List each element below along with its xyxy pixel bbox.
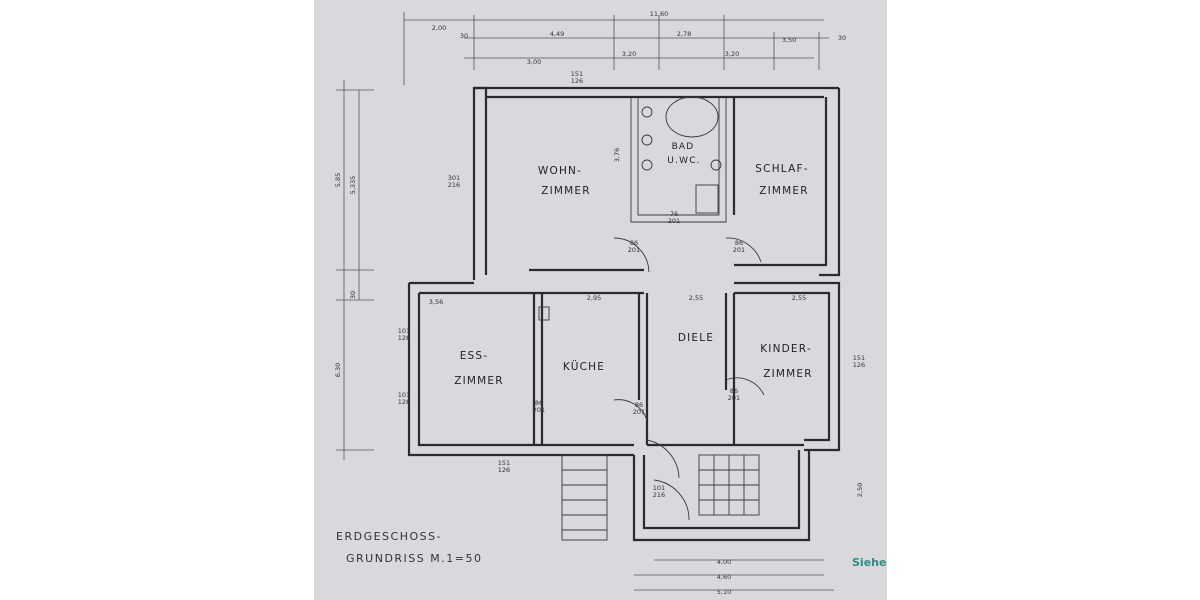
dim-top-2-00: 2,00: [432, 24, 446, 32]
dim-inner-3-76: 3,76: [613, 148, 621, 162]
dim-top-30b: 30: [838, 34, 846, 42]
dim-bottom-4-60: 4,60: [717, 573, 731, 581]
room-label-ess-2: ZIMMER: [454, 375, 504, 387]
note-siehe: Siehe: [852, 556, 886, 569]
dim-bottom-5-10: 5,10: [717, 588, 731, 596]
dim-top-3-00: 3,00: [527, 58, 541, 66]
dim-left-5-85: 5,85: [334, 173, 342, 187]
door-swings: [613, 237, 765, 521]
dim-top-4-49: 4,49: [550, 30, 564, 38]
left-dimension-lines: [336, 80, 374, 460]
dim-left-6-30: 6,30: [334, 363, 342, 377]
dim-right-2-50: 2,50: [856, 483, 864, 497]
bath-fixtures: [538, 96, 722, 321]
room-label-diele: DIELE: [678, 332, 714, 344]
dim-top-3-20b: 3,20: [725, 50, 739, 58]
dim-inner-2-55b: 2,55: [792, 294, 806, 302]
plan-title-line-1: ERDGESCHOSS-: [336, 530, 442, 543]
top-dimension-lines: [403, 12, 829, 85]
dim-inner-2-95: 2,95: [587, 294, 601, 302]
room-label-bad-1: BAD: [672, 142, 695, 152]
room-label-kinder-2: ZIMMER: [763, 368, 813, 380]
stair: [561, 454, 760, 541]
room-label-schlaf-2: ZIMMER: [759, 185, 809, 197]
room-label-wohn-2: ZIMMER: [541, 185, 591, 197]
dim-top-3-50: 3,50: [782, 36, 796, 44]
interior-walls: [532, 97, 804, 447]
room-label-wohn-1: WOHN-: [538, 165, 582, 177]
dim-inner-3-56: 3,56: [429, 298, 443, 306]
room-label-kinder-1: KINDER-: [760, 343, 812, 355]
dim-left-5-335: 5,335: [349, 176, 357, 195]
plan-title-line-2: GRUNDRISS M.1=50: [346, 552, 482, 565]
floor-plan-drawing: WOHN- ZIMMER BAD U.WC. SCHLAF- ZIMMER ES…: [334, 10, 886, 596]
room-label-bad-2: U.WC.: [667, 156, 701, 166]
room-label-kueche: KÜCHE: [563, 360, 605, 373]
exterior-walls: [407, 86, 841, 542]
dim-inner-2-55: 2,55: [689, 294, 703, 302]
plan-sheet: WOHN- ZIMMER BAD U.WC. SCHLAF- ZIMMER ES…: [314, 0, 887, 600]
dim-top-30a: 30: [460, 32, 468, 40]
room-label-ess-1: ESS-: [460, 350, 489, 362]
dim-top-3-20a: 3,20: [622, 50, 636, 58]
dim-bottom-4-00: 4,00: [717, 558, 731, 566]
room-label-schlaf-1: SCHLAF-: [755, 163, 808, 175]
dim-top-total: 11,60: [650, 10, 669, 18]
dim-left-30: 30: [349, 291, 357, 299]
dim-top-2-78: 2,78: [677, 30, 691, 38]
